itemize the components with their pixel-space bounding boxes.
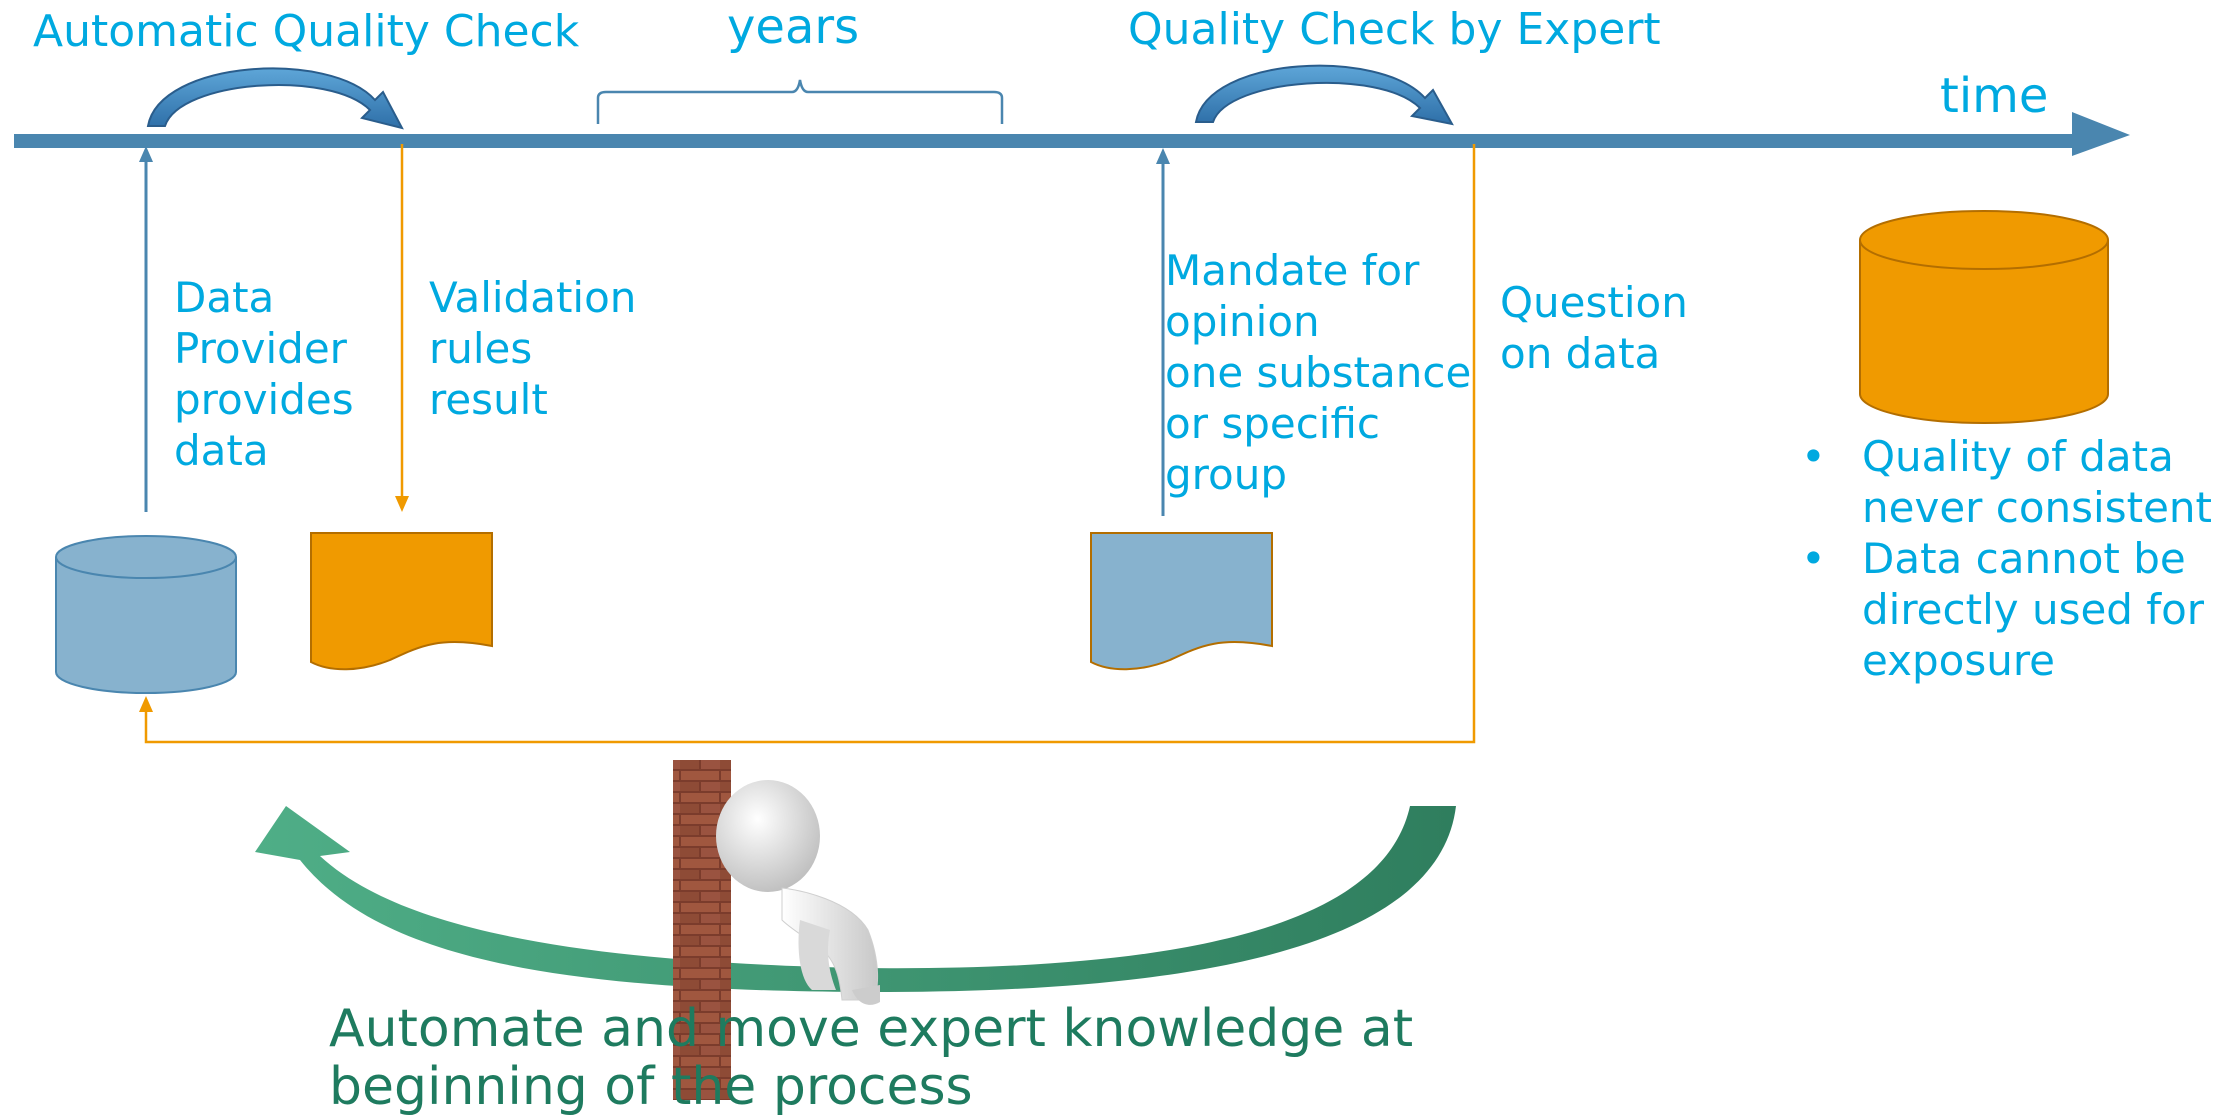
expert-check-label: Quality Check by Expert (1128, 4, 1661, 55)
feedback-sweep-arrow (255, 806, 1456, 993)
expert-check-curved-arrow (1194, 64, 1454, 126)
final-database-icon (1859, 210, 2109, 424)
validation-label: Validation rules result (429, 273, 637, 424)
conclusion-text: Automate and move expert knowledge at be… (329, 999, 1414, 1117)
years-label: years (727, 0, 860, 55)
data-provider-label: Data Provider provides data (174, 273, 354, 475)
outcome-bullet: Quality of data never consistent (1796, 431, 2212, 533)
validation-result-arrow (395, 144, 409, 512)
question-label: Question on data (1500, 278, 1688, 378)
years-brace (596, 79, 1004, 124)
auto-check-label: Automatic Quality Check (33, 6, 580, 57)
mandate-arrow (1156, 148, 1170, 516)
validation-document-icon (310, 532, 493, 671)
outcome-bullet: Data cannot be directly used for exposur… (1796, 533, 2212, 686)
mandate-label: Mandate for opinion one substance or spe… (1165, 246, 1472, 499)
mandate-document-icon (1090, 532, 1273, 671)
provide-data-arrow (139, 146, 153, 512)
timeline-axis (14, 112, 2130, 156)
question-feedback-loop (139, 144, 1476, 744)
provider-database-icon (55, 535, 237, 694)
outcome-bullet-list: Quality of data never consistent Data ca… (1796, 431, 2212, 686)
auto-check-curved-arrow (146, 67, 404, 130)
time-axis-label: time (1940, 68, 2049, 124)
frustrated-person-figure (716, 780, 880, 1005)
